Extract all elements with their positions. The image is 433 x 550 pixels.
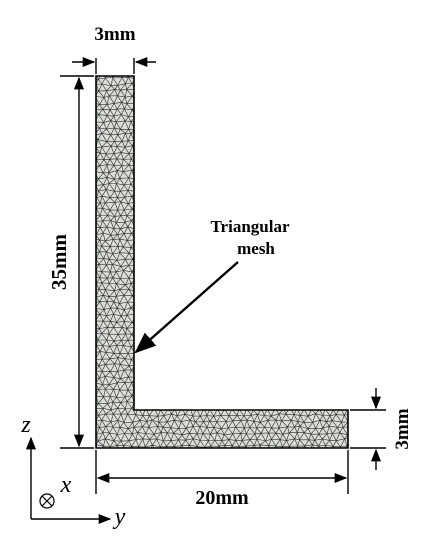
coordinate-axes: z x y: [20, 412, 125, 530]
height-dimension: 35mm: [47, 75, 94, 449]
base-thickness-dimension: 3mm: [350, 388, 413, 470]
mesh-annotation: Triangular mesh: [134, 217, 290, 354]
base-thickness-label: 3mm: [392, 408, 413, 449]
annotation-line1: Triangular: [210, 217, 289, 236]
l-section-outline: [95, 75, 349, 449]
y-axis-label: y: [113, 504, 126, 530]
l-section: [95, 75, 349, 449]
flange-thickness-label: 3mm: [94, 24, 135, 45]
width-dimension: 20mm: [95, 450, 349, 509]
x-axis-cross-icon: [41, 495, 53, 507]
annotation-line2: mesh: [237, 239, 275, 258]
x-axis-label: x: [60, 472, 72, 498]
height-label: 35mm: [47, 234, 71, 290]
z-axis-label: z: [20, 412, 31, 438]
flange-thickness-dimension: 3mm: [72, 24, 156, 74]
width-label: 20mm: [195, 487, 249, 509]
annotation-arrow: [134, 261, 239, 354]
